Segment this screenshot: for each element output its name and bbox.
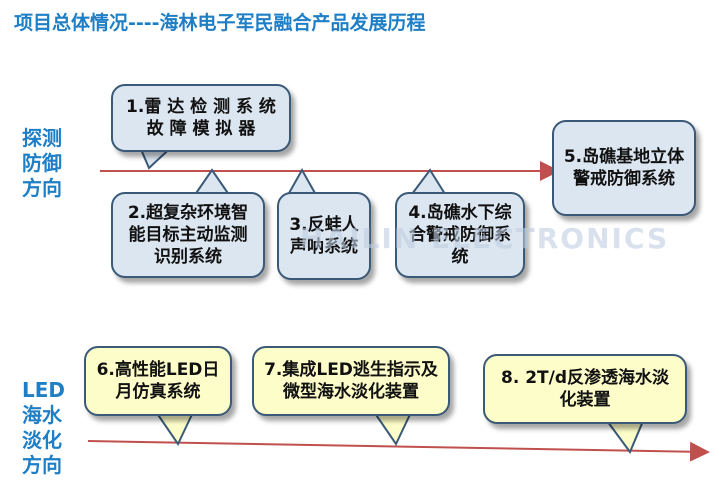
milestone-box-1: 1.雷 达 检 测 系 统 故 障 模 拟 器: [111, 84, 291, 152]
milestone-box-3: 3.反蛙人声呐系统: [277, 192, 371, 280]
led-timeline-arrow: [87, 440, 710, 462]
milestone-1-text: 1.雷 达 检 测 系 统 故 障 模 拟 器: [126, 97, 276, 139]
milestone-6-text: 6.高性能LED日月仿真系统: [96, 360, 220, 402]
milestone-box-6: 6.高性能LED日月仿真系统: [84, 346, 232, 416]
milestone-box-2: 2.超复杂环境智能目标主动监测识别系统: [111, 192, 265, 278]
milestone-7-text: 7.集成LED逃生指示及微型海水淡化装置: [264, 360, 438, 402]
milestone-box-4: 4.岛礁水下综合警戒防御系统: [395, 192, 525, 278]
milestone-3-text: 3.反蛙人声呐系统: [289, 215, 359, 257]
watermark: HAILIN ELECTRONICS: [300, 222, 670, 255]
milestone-8-text: 8. 2T/d反渗透海水淡化装置: [500, 368, 669, 410]
track-label-detection: 探测防御方向: [22, 126, 62, 200]
page-title: 项目总体情况----海林电子军民融合产品发展历程: [14, 12, 426, 34]
milestone-5-text: 5.岛礁基地立体警戒防御系统: [563, 147, 685, 189]
milestone-2-text: 2.超复杂环境智能目标主动监测识别系统: [127, 203, 249, 267]
milestone-4-text: 4.岛礁水下综合警戒防御系统: [408, 203, 512, 267]
milestone-box-5: 5.岛礁基地立体警戒防御系统: [552, 120, 696, 216]
milestone-box-7: 7.集成LED逃生指示及微型海水淡化装置: [252, 346, 450, 416]
track-label-led: LED海水淡化方向: [22, 378, 66, 477]
milestone-box-8: 8. 2T/d反渗透海水淡化装置: [483, 354, 687, 424]
